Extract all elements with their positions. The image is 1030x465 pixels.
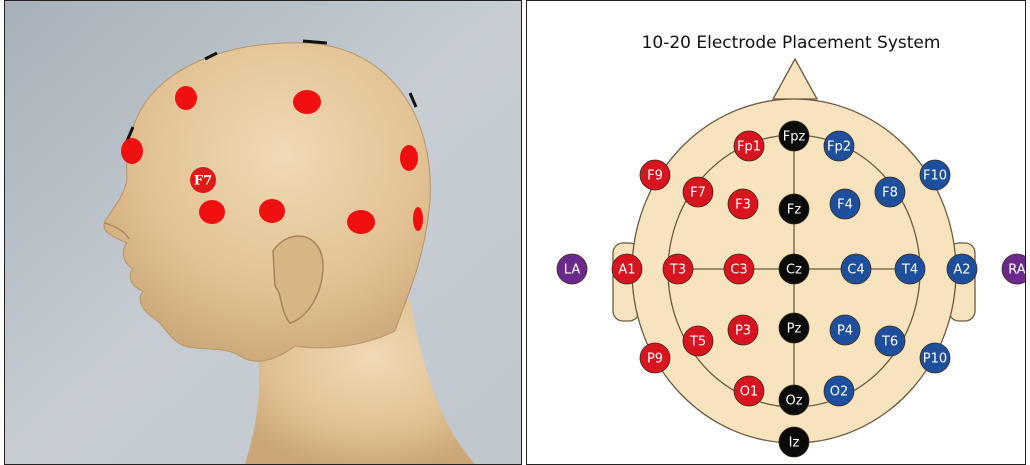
electrode-f8: F8 — [875, 177, 905, 207]
electrode-fp2: Fp2 — [824, 131, 854, 161]
electrode-label: F7 — [690, 186, 706, 201]
top-electrode-dash — [303, 41, 327, 43]
electrode-label: Fpz — [783, 130, 806, 145]
electrode-label: Fz — [787, 203, 801, 218]
mannequin-photo-panel: F7 — [4, 0, 522, 465]
electrode-t5: T5 — [683, 326, 713, 356]
electrode-label: P3 — [735, 324, 751, 339]
electrode-label: Pz — [787, 322, 802, 337]
electrode-a1: A1 — [612, 254, 642, 284]
electrode-label: P4 — [837, 324, 853, 339]
electrode-label: A1 — [618, 263, 635, 278]
electrode-f7-label: F7 — [194, 174, 212, 189]
electrode-label: Iz — [789, 436, 800, 451]
electrode-f10: F10 — [920, 160, 950, 190]
electrode-c3: C3 — [724, 254, 754, 284]
electrode-dot — [413, 207, 423, 231]
electrode-fp1: Fp1 — [734, 131, 764, 161]
electrode-fz: Fz — [779, 194, 809, 224]
electrode-la: LA — [557, 254, 587, 284]
electrode-dot — [121, 138, 143, 164]
electrode-label: P10 — [923, 352, 947, 367]
electrode-t4: T4 — [895, 254, 925, 284]
mannequin-photo: F7 — [5, 1, 521, 464]
electrode-label: T5 — [689, 335, 706, 350]
electrode-label: O1 — [740, 385, 759, 400]
electrode-label: T4 — [901, 263, 918, 278]
electrode-p10: P10 — [920, 343, 950, 373]
electrode-dot — [347, 210, 375, 234]
electrode-label: F9 — [647, 169, 663, 184]
electrode-label: Oz — [785, 394, 802, 409]
electrode-label: P9 — [647, 352, 663, 367]
electrode-label: Fp1 — [737, 140, 761, 155]
electrode-fpz: Fpz — [779, 121, 809, 151]
electrode-f9: F9 — [640, 160, 670, 190]
electrode-p3: P3 — [728, 315, 758, 345]
electrode-cz: Cz — [779, 254, 809, 284]
electrode-label: O2 — [830, 385, 849, 400]
electrode-pz: Pz — [779, 313, 809, 343]
electrode-label: Fp2 — [827, 140, 851, 155]
electrode-p9: P9 — [640, 343, 670, 373]
electrode-label: RA — [1008, 263, 1025, 278]
electrode-a2: A2 — [947, 254, 977, 284]
electrode-dot — [199, 200, 225, 224]
electrode-o1: O1 — [734, 376, 764, 406]
electrode-placement-diagram: 10-20 Electrode Placement System FpzFzCz… — [527, 1, 1025, 464]
diagram-title: 10-20 Electrode Placement System — [642, 33, 941, 53]
electrode-iz: Iz — [779, 427, 809, 457]
electrode-label: C4 — [847, 263, 864, 278]
electrode-f7: F7 — [683, 177, 713, 207]
electrode-f4: F4 — [830, 189, 860, 219]
electrode-t3: T3 — [663, 254, 693, 284]
electrode-label: F10 — [923, 169, 947, 184]
electrode-label: T6 — [881, 335, 898, 350]
electrode-label: F3 — [735, 198, 751, 213]
electrode-dot — [175, 86, 197, 110]
electrode-t6: T6 — [875, 326, 905, 356]
electrode-ra: RA — [1002, 254, 1025, 284]
electrode-label: F8 — [882, 186, 898, 201]
electrode-label: F4 — [837, 198, 853, 213]
nose-shape — [773, 59, 817, 99]
electrode-label: T3 — [669, 263, 686, 278]
electrode-o2: O2 — [824, 376, 854, 406]
electrode-label: LA — [564, 263, 581, 278]
electrode-label: A2 — [953, 263, 970, 278]
electrode-label: C3 — [730, 263, 747, 278]
electrode-dot — [259, 199, 285, 223]
electrode-c4: C4 — [841, 254, 871, 284]
electrode-dot — [293, 90, 321, 114]
electrode-p4: P4 — [830, 315, 860, 345]
electrode-f3: F3 — [728, 189, 758, 219]
electrode-dot — [400, 145, 418, 171]
electrode-label: Cz — [786, 263, 802, 278]
electrode-oz: Oz — [779, 385, 809, 415]
